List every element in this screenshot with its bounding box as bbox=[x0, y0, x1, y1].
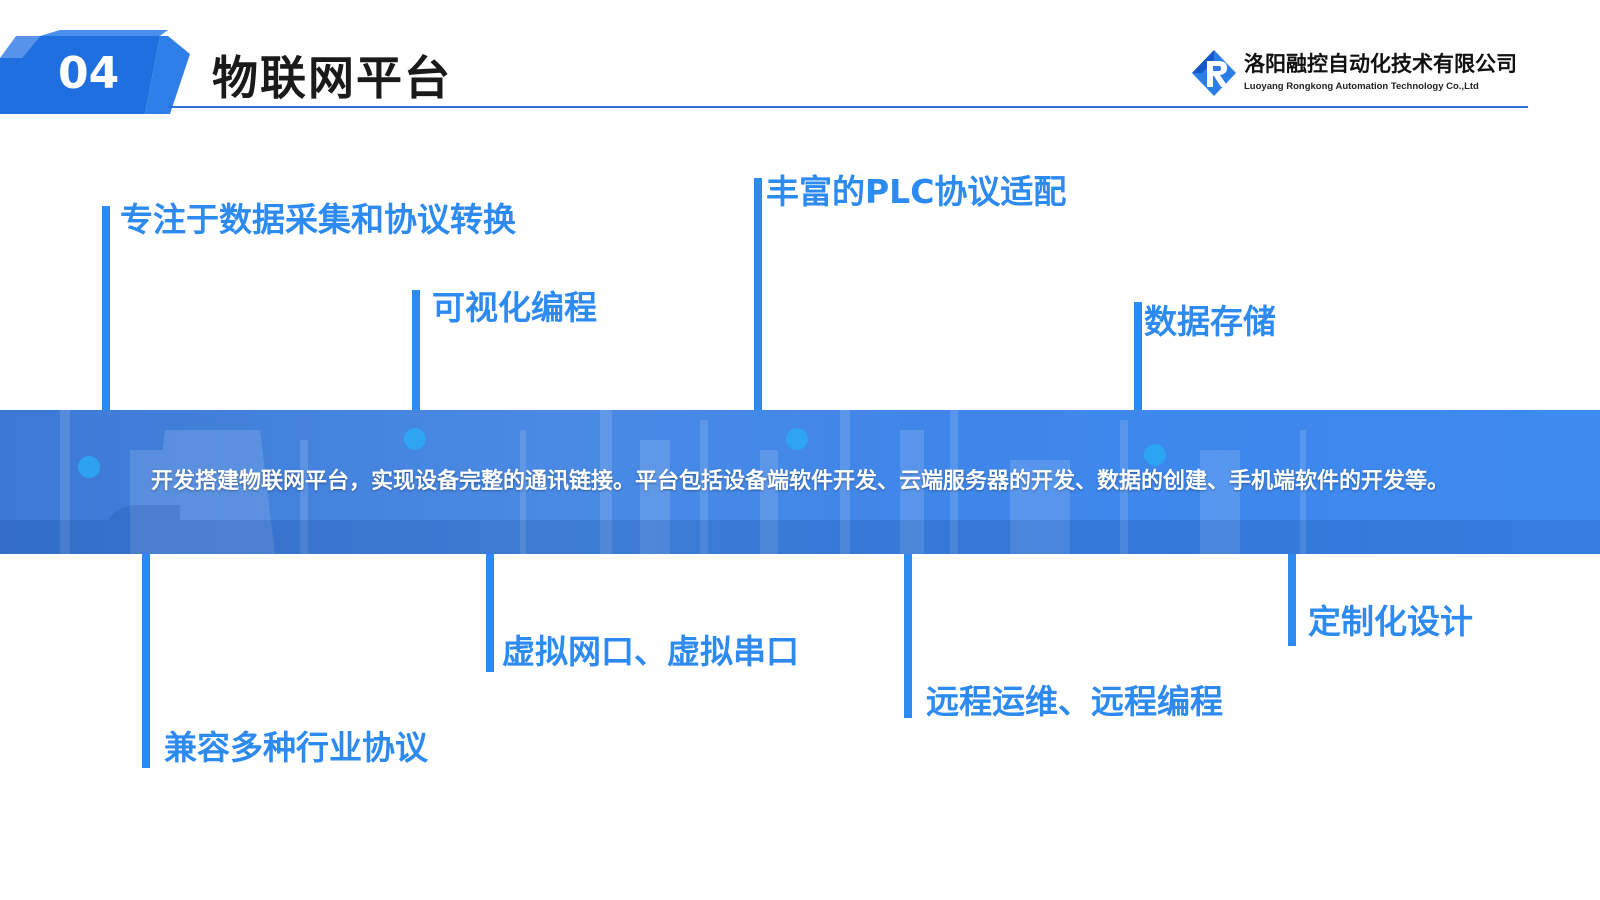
timeline-dot bbox=[786, 428, 808, 450]
company-logo: 洛阳融控自动化技术有限公司 Luoyang Rongkong Automatio… bbox=[1188, 46, 1528, 100]
feature-bar bbox=[102, 206, 110, 410]
page-title: 物联网平台 bbox=[212, 51, 452, 105]
header-divider bbox=[168, 106, 1528, 108]
company-name-cn: 洛阳融控自动化技术有限公司 bbox=[1244, 52, 1517, 76]
company-name-en: Luoyang Rongkong Automation Technology C… bbox=[1244, 81, 1479, 92]
feature-label: 数据存储 bbox=[1144, 302, 1276, 341]
feature-bar bbox=[486, 554, 494, 672]
feature-bar bbox=[904, 554, 912, 718]
feature-label: 定制化设计 bbox=[1308, 602, 1473, 641]
timeline-dot bbox=[78, 456, 100, 478]
platform-description: 开发搭建物联网平台，实现设备完整的通讯链接。平台包括设备端软件开发、云端服务器的… bbox=[150, 469, 1449, 494]
feature-bar bbox=[142, 554, 150, 768]
feature-label: 远程运维、远程编程 bbox=[926, 682, 1223, 721]
feature-bar bbox=[754, 178, 762, 410]
timeline-dot bbox=[1144, 444, 1166, 466]
description-band: 开发搭建物联网平台，实现设备完整的通讯链接。平台包括设备端软件开发、云端服务器的… bbox=[0, 410, 1600, 554]
feature-label: 丰富的PLC协议适配 bbox=[766, 172, 1067, 211]
feature-bar bbox=[412, 290, 420, 410]
feature-bar bbox=[1134, 302, 1142, 420]
rk-logo-icon bbox=[1192, 50, 1236, 96]
feature-label: 专注于数据采集和协议转换 bbox=[120, 200, 516, 239]
timeline-dot bbox=[404, 428, 426, 450]
feature-label: 兼容多种行业协议 bbox=[164, 728, 428, 767]
section-badge bbox=[0, 30, 190, 114]
section-number: 04 bbox=[58, 48, 120, 99]
feature-bar bbox=[1288, 554, 1296, 646]
feature-label: 虚拟网口、虚拟串口 bbox=[502, 632, 799, 671]
factory-silhouette bbox=[0, 410, 1600, 554]
feature-label: 可视化编程 bbox=[432, 288, 597, 327]
